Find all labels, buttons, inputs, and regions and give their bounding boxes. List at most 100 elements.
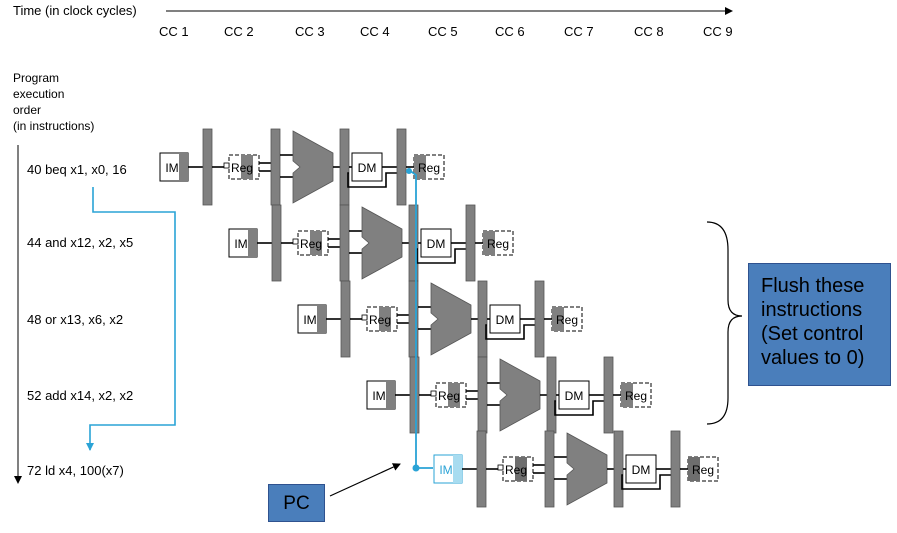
pipeline-register [546,356,557,434]
pipeline-row: IM Reg DM Reg [228,204,514,282]
reg-label: Reg [438,389,460,403]
alu [499,358,541,432]
pipeline-register [534,280,545,358]
pipeline-register [544,430,555,508]
pipeline-register [477,280,488,358]
register-file-read-shade [379,307,391,331]
register-file-write-shade [621,383,633,407]
small-port [430,390,437,397]
pipeline-register [270,128,281,206]
reg-label: Reg [300,237,322,251]
pc-callout: PC [268,484,325,522]
small-port [292,238,299,245]
instruction-memory-shade [248,229,257,257]
register-file-read-shade [310,231,322,255]
pipeline-register [339,204,350,282]
small-port [361,314,368,321]
cc-label: CC 7 [564,24,594,39]
pipeline-register [202,128,213,206]
register-file-read-shade [448,383,460,407]
reg-label: Reg [418,161,440,175]
cc-label: CC 2 [224,24,254,39]
dm-label: DM [565,389,584,403]
instruction-label: 72 ld x4, 100(x7) [27,463,124,478]
cc-label: CC 4 [360,24,390,39]
branch-node-dot [406,168,412,174]
pipeline-register [340,280,351,358]
program-order-label: Program execution order (in instructions… [13,70,133,134]
dm-label: DM [358,161,377,175]
pipeline-register [409,356,420,434]
pipeline-register [477,356,488,434]
instruction-memory-shade [386,381,395,409]
pipeline-register [465,204,476,282]
register-file-write-shade [483,231,495,255]
pipeline-row: IM Reg DM Reg [433,430,719,508]
cc-label: CC 5 [428,24,458,39]
register-file-read-shade [241,155,253,179]
instruction-label: 40 beq x1, x0, 16 [27,162,127,177]
bypass-wire [485,324,535,340]
alu [292,130,334,204]
pipeline-register [271,204,282,282]
pipeline-register [476,430,487,508]
cc-label: CC 8 [634,24,664,39]
program-order-line: order [13,103,42,117]
flush-note-callout: Flush these instructions (Set control va… [748,263,891,386]
pipeline-row: IM Reg DM Reg [366,356,652,434]
reg-label: Reg [556,313,578,327]
pipeline-register [396,128,407,206]
program-order-line: (in instructions) [13,119,95,133]
im-label: IM [372,389,385,403]
pipeline-register [613,430,624,508]
alu [566,432,608,506]
instruction-label: 48 or x13, x6, x2 [27,312,124,327]
flush-brace [706,221,743,425]
dm-label: DM [632,463,651,477]
pipeline-register [670,430,681,508]
register-file-read-shade [515,457,527,481]
reg-label: Reg [369,313,391,327]
alu [361,206,403,280]
small-port [223,162,230,169]
pipeline-register [339,128,350,206]
branch-taken-arrow [86,187,176,451]
register-file-write-shade [414,155,426,179]
instruction-memory-shade [453,455,462,483]
pc-callout-arrow [329,463,401,497]
register-file-write-shade [688,457,700,481]
cc-label: CC 9 [703,24,733,39]
bypass-wire [416,248,466,264]
bypass-wire [621,474,671,490]
instruction-label: 52 add x14, x2, x2 [27,388,134,403]
cc-label: CC 6 [495,24,525,39]
program-order-line: Program [13,71,60,85]
im-label: IM [165,161,178,175]
reg-label: Reg [487,237,509,251]
instruction-memory-shade [317,305,326,333]
pipeline-row: IM Reg DM Reg [297,280,583,358]
pipeline-register [603,356,614,434]
data-memory [420,228,452,258]
dm-label: DM [427,237,446,251]
bypass-wire [554,400,604,416]
im-label: IM [303,313,316,327]
time-axis-label: Time (in clock cycles) [13,3,137,18]
alu [430,282,472,356]
reg-label: Reg [692,463,714,477]
im-label: IM [234,237,247,251]
instruction-label: 44 and x12, x2, x5 [27,235,134,250]
reg-label: Reg [505,463,527,477]
im-label: IM [439,463,452,477]
cc-label: CC 3 [295,24,325,39]
small-port [497,464,504,471]
register-file-write-shade [552,307,564,331]
dm-label: DM [496,313,515,327]
program-order-line: execution [13,87,65,101]
reg-label: Reg [625,389,647,403]
bypass-wire [347,172,397,188]
instruction-memory-shade [179,153,188,181]
